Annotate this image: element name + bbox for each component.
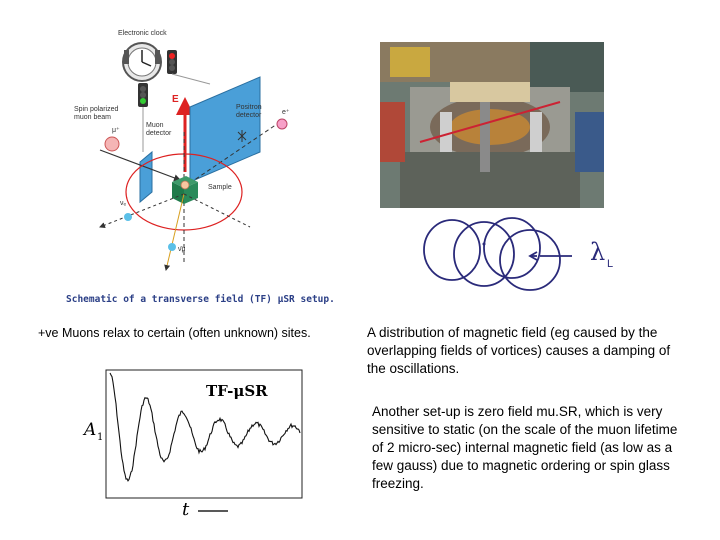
vortex-circles-drawing <box>423 217 572 291</box>
tf-musr-plot-drawing <box>105 369 303 512</box>
stop-light-icon <box>167 50 177 74</box>
apparatus-photo-drawing <box>380 42 604 208</box>
sample-cube-icon <box>172 176 198 204</box>
mu-plus-label: μ⁺ <box>112 127 120 134</box>
tf-musr-plot: TF-μSR A 1 t <box>78 368 308 528</box>
nu-mu-label: ν̄μ <box>178 246 186 253</box>
x-axis-label: t <box>182 499 190 520</box>
lambda-label: λ <box>590 238 606 266</box>
muons-relax-text: +ve Muons relax to certain (often unknow… <box>38 326 311 340</box>
y-axis-label: A <box>84 420 97 440</box>
y-axis-subscript: 1 <box>97 432 104 443</box>
field-distribution-text: A distribution of magnetic field (eg cau… <box>367 325 671 376</box>
nu-e-label: νₑ <box>120 200 127 207</box>
zero-field-text: Another set-up is zero field mu.SR, whic… <box>372 404 678 491</box>
musr-schematic: Electronic clock Spin polarized muon bea… <box>60 22 360 312</box>
schematic-drawing <box>99 42 288 271</box>
sample-label: Sample <box>208 184 232 191</box>
e-field-label: E <box>172 94 179 105</box>
start-light-icon <box>138 83 148 107</box>
lambda-subscript: L <box>607 258 614 270</box>
muon-detector-label: Muon detector <box>146 122 172 137</box>
e-plus-label: e⁺ <box>282 109 290 116</box>
schematic-caption: Schematic of a transverse field (TF) μSR… <box>66 294 335 305</box>
vortex-sketch: λ L <box>412 212 652 302</box>
apparatus-photo <box>380 42 604 208</box>
beam-label: Spin polarized muon beam <box>74 106 119 121</box>
clock-icon <box>122 42 162 82</box>
clock-label: Electronic clock <box>118 30 167 37</box>
plot-title: TF-μSR <box>206 382 268 400</box>
positron-detector-label: Positron detector <box>236 104 262 119</box>
